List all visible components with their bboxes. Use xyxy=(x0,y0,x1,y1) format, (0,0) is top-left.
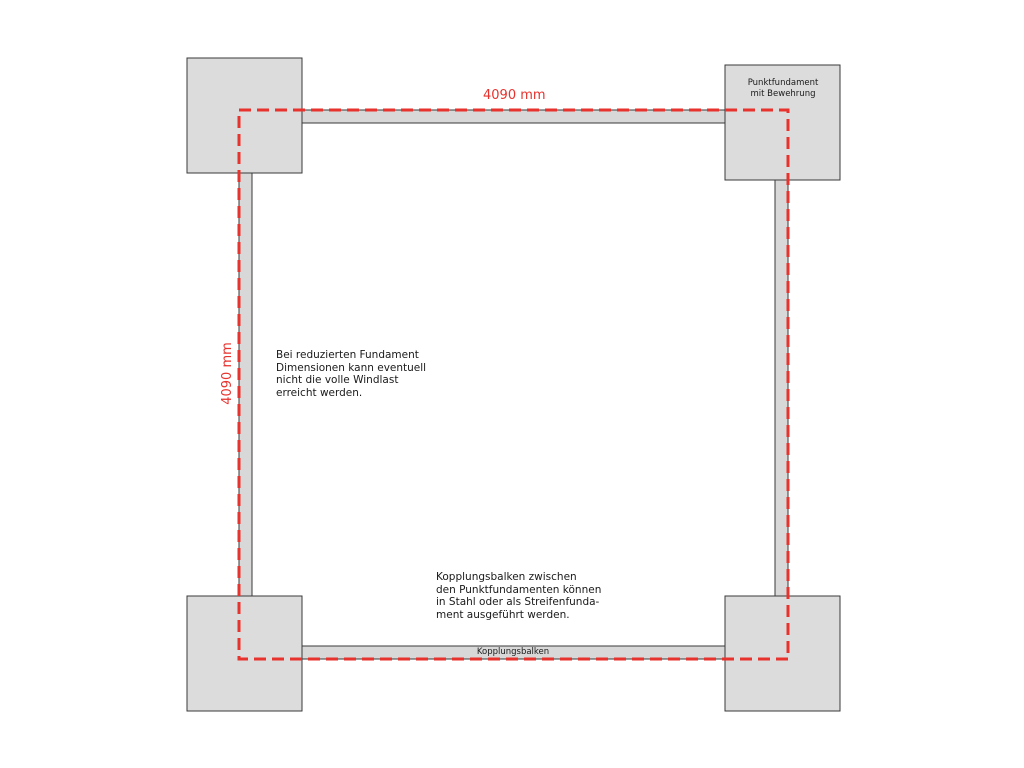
dimension-label-left: 4090 mm xyxy=(219,342,235,405)
point-foundation-bottom-right xyxy=(724,595,841,712)
coupling-beam-right xyxy=(774,179,789,597)
dimension-label-top: 4090 mm xyxy=(483,88,546,103)
note-coupling-beams: Kopplungsbalken zwischen den Punktfundam… xyxy=(436,571,602,621)
point-foundation-top-right xyxy=(724,64,841,181)
coupling-beam-top xyxy=(301,109,726,124)
dimension-outline xyxy=(237,108,790,661)
label-coupling-beam: Kopplungsbalken xyxy=(476,647,550,657)
coupling-beam-left xyxy=(238,172,253,597)
note-reduced-dimensions: Bei reduzierten Fundament Dimensionen ka… xyxy=(276,349,427,399)
point-foundation-top-left xyxy=(186,57,303,174)
point-foundation-bottom-left xyxy=(186,595,303,712)
label-point-foundation: Punktfundament mit Bewehrung xyxy=(747,78,819,99)
